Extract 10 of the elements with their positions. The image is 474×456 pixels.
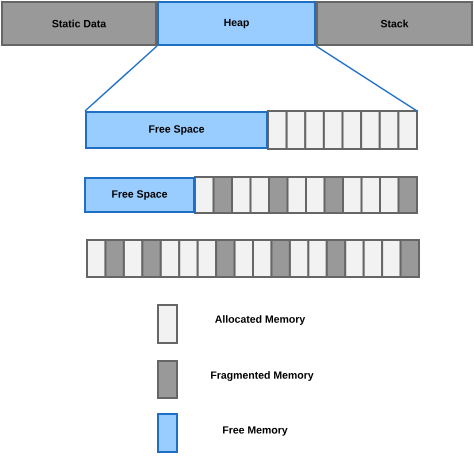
legend-label: Allocated Memory <box>215 315 306 325</box>
zoom-line <box>316 45 418 112</box>
free-space-block: Free Space <box>85 111 268 149</box>
legend-label: Fragmented Memory <box>211 371 314 381</box>
memory-segment: Heap <box>157 1 316 46</box>
memory-segment: Stack <box>316 1 473 46</box>
legend-label: Free Memory <box>223 426 288 436</box>
free-space-block: Free Space <box>84 177 195 213</box>
memory-segment: Static Data <box>1 1 157 46</box>
zoom-line <box>84 45 158 112</box>
